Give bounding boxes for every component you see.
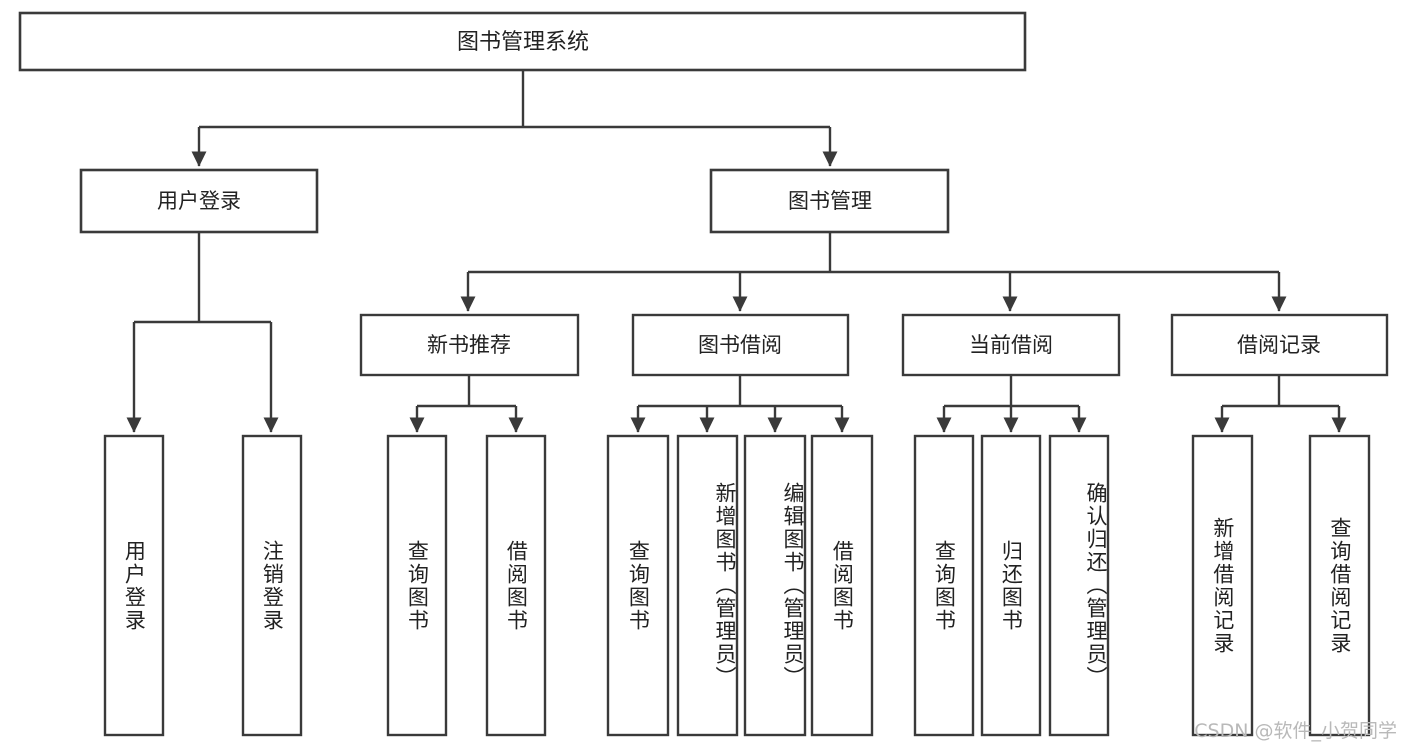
node-new-book-recommend-label: 新书推荐 [427, 333, 511, 357]
leaf-box-borrow-book-new[interactable] [485, 434, 547, 737]
leaf-box-query-book[interactable] [606, 434, 670, 737]
node-new-book-recommend-box[interactable] [359, 313, 580, 377]
leaf-box-edit-book-admin[interactable] [743, 434, 807, 737]
csdn-watermark: CSDN @软件_小贺同学 [1194, 720, 1397, 742]
node-borrow-record[interactable]: 借阅记录 [1170, 313, 1389, 377]
node-borrow-record-label: 借阅记录 [1237, 333, 1321, 357]
node-book-management-label: 图书管理 [788, 189, 872, 213]
node-book-borrow-label: 图书借阅 [698, 333, 782, 357]
node-user-login-box[interactable] [79, 168, 319, 234]
leaf-box-borrow-book[interactable] [810, 434, 874, 737]
leaf-box-add-record[interactable] [1191, 434, 1254, 737]
node-root-box[interactable] [18, 11, 1027, 72]
node-book-management-box[interactable] [709, 168, 950, 234]
leaf-box-user-login[interactable] [103, 434, 165, 737]
leaf-box-return-book[interactable] [980, 434, 1042, 737]
node-root-label: 图书管理系统 [457, 30, 589, 55]
node-user-login-label: 用户登录 [157, 189, 241, 213]
node-new-book-recommend[interactable]: 新书推荐 [359, 313, 580, 377]
node-borrow-record-box[interactable] [1170, 313, 1389, 377]
leaf-box-confirm-return[interactable] [1048, 434, 1110, 737]
node-book-borrow[interactable]: 图书借阅 [631, 313, 850, 377]
node-book-borrow-box[interactable] [631, 313, 850, 377]
connector-layer [126, 70, 1347, 433]
node-current-borrow[interactable]: 当前借阅 [901, 313, 1121, 377]
leaf-box-logout[interactable] [241, 434, 303, 737]
node-book-management[interactable]: 图书管理 [709, 168, 950, 234]
leaf-box-query-book-cur[interactable] [913, 434, 975, 737]
leaf-box-query-record[interactable] [1308, 434, 1371, 737]
node-user-login[interactable]: 用户登录 [79, 168, 319, 234]
leaf-box-query-book-new[interactable] [386, 434, 448, 737]
node-current-borrow-label: 当前借阅 [969, 333, 1053, 357]
leaf-boxes-layer [103, 434, 1371, 737]
node-root[interactable]: 图书管理系统 [18, 11, 1027, 72]
leaf-box-add-book-admin[interactable] [676, 434, 739, 737]
node-current-borrow-box[interactable] [901, 313, 1121, 377]
